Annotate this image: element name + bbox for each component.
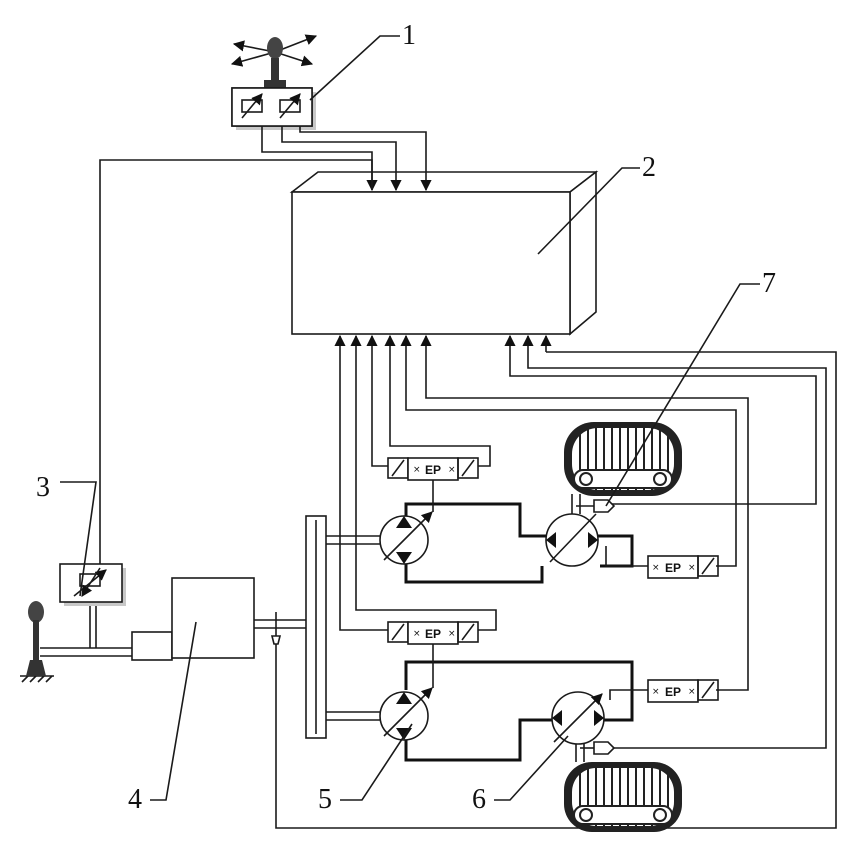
label-6: 6 (472, 784, 486, 815)
track-upper (564, 422, 682, 496)
ep-valve-right-lower-label: EP (665, 685, 681, 699)
svg-text:×: × (652, 563, 660, 573)
ep-valve-right-lower: EP × × (610, 680, 718, 702)
svg-text:×: × (688, 687, 696, 697)
throttle-lever (20, 601, 132, 682)
ep-valve-top-label: EP (425, 463, 441, 477)
svg-text:×: × (448, 465, 456, 475)
pump-upper (380, 512, 432, 564)
ep-valve-right-upper-label: EP (665, 561, 681, 575)
ep-valve-middle: EP × × (388, 622, 478, 688)
speed-sensor-lower (576, 742, 614, 762)
svg-text:×: × (448, 629, 456, 639)
label-5: 5 (318, 784, 332, 815)
label-3: 3 (36, 472, 50, 503)
label-2: 2 (642, 152, 656, 183)
joystick-controller-1 (232, 36, 316, 130)
controller-unit-2 (292, 172, 596, 334)
ep-valve-middle-label: EP (425, 627, 441, 641)
motor-lower-6 (552, 692, 604, 744)
label-7: 7 (762, 268, 776, 299)
transfer-gearbox (306, 516, 380, 738)
throttle-sensor-3 (60, 564, 126, 606)
engine-4 (132, 578, 306, 660)
svg-text:×: × (688, 563, 696, 573)
controller-output-wires (276, 336, 836, 828)
svg-text:×: × (413, 629, 421, 639)
ep-valve-right-upper: EP × × (606, 546, 718, 578)
svg-text:×: × (413, 465, 421, 475)
label-1: 1 (402, 20, 416, 51)
track-lower (564, 762, 682, 832)
label-4: 4 (128, 784, 142, 815)
svg-text:×: × (652, 687, 660, 697)
motor-upper (546, 514, 598, 566)
